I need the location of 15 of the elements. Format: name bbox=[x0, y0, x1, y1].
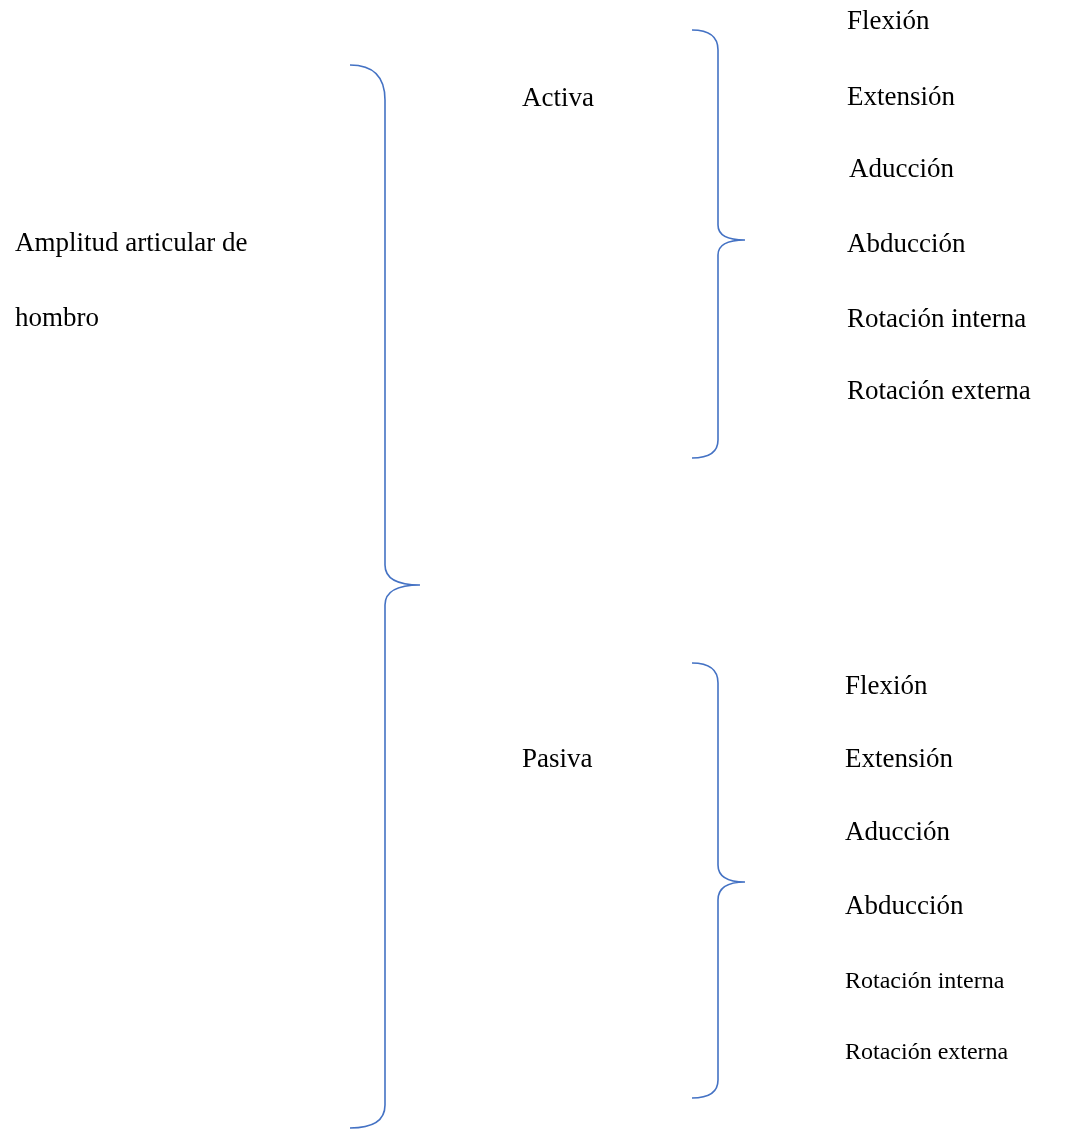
movement-label: Rotación externa bbox=[845, 1037, 1009, 1065]
movement-label: Flexión bbox=[847, 4, 930, 36]
movement-label: Extensión bbox=[847, 80, 955, 112]
category-label: Amplitud articular de hombro bbox=[15, 226, 249, 334]
movement-label: Rotación interna bbox=[845, 966, 1005, 994]
movement-label: Rotación externa bbox=[847, 374, 1031, 406]
type-label: Activa bbox=[522, 81, 594, 113]
movement-label: Abducción bbox=[845, 889, 964, 921]
movement-label: Abducción bbox=[847, 227, 966, 259]
movement-label: Aducción bbox=[849, 152, 954, 184]
movement-label: Flexión bbox=[845, 669, 928, 701]
movement-label: Extensión bbox=[845, 742, 953, 774]
movement-label: Aducción bbox=[845, 815, 950, 847]
type-label: Pasiva bbox=[522, 742, 593, 774]
movement-label: Rotación interna bbox=[847, 302, 1027, 334]
